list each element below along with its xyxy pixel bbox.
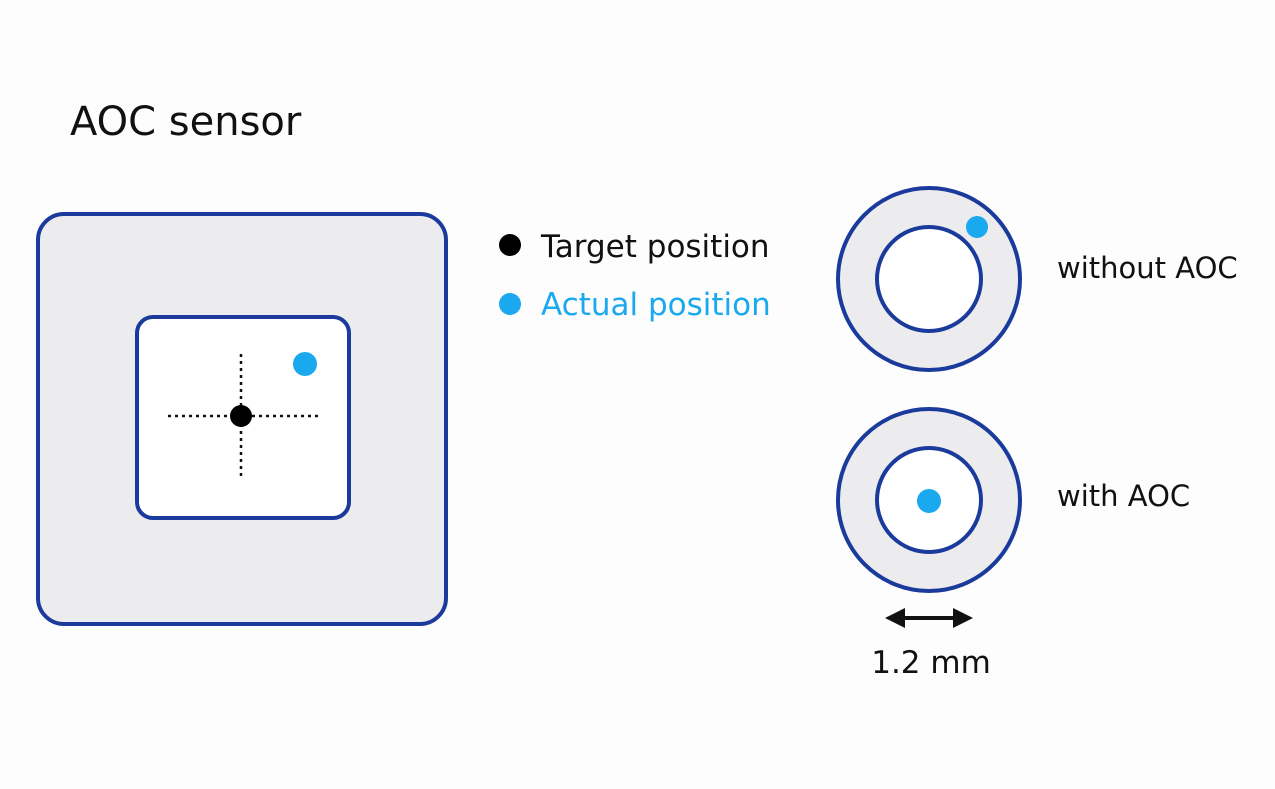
ring-with-actual-dot-icon [917, 489, 941, 513]
sensor-target-dot-icon [230, 405, 252, 427]
with-aoc-label: with AOC [1057, 479, 1190, 513]
diagram-title: AOC sensor [70, 99, 302, 145]
sensor-actual-dot-icon [293, 352, 317, 376]
legend-actual-dot-icon [499, 293, 521, 315]
ring-without-actual-dot-icon [966, 216, 988, 238]
ring-without-aoc [836, 186, 1022, 372]
legend-target-dot-icon [499, 234, 521, 256]
legend-target-label: Target position [540, 229, 770, 265]
legend-actual-label: Actual position [541, 287, 771, 323]
ring-without-inner [875, 225, 983, 333]
without-aoc-label: without AOC [1057, 251, 1238, 285]
dimension-label: 1.2 mm [871, 645, 991, 681]
ring-with-aoc [836, 407, 1022, 593]
